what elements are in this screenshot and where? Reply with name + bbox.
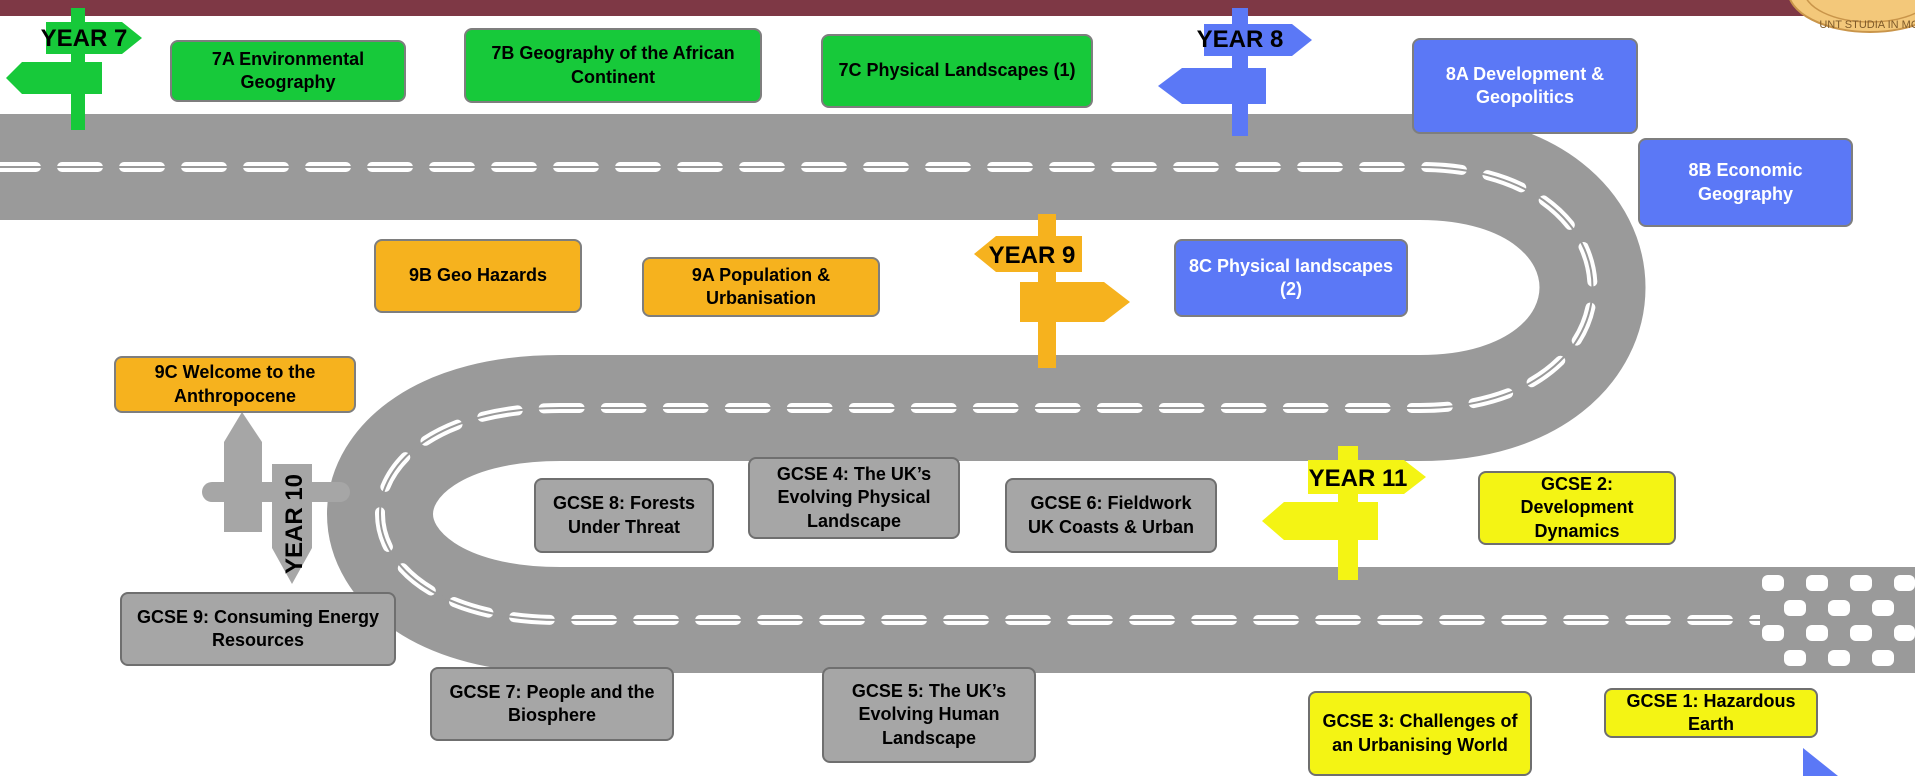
topic-gcse8-label: GCSE 8: Forests Under Threat (552, 493, 696, 537)
topic-gcse4-label: GCSE 4: The UK’s Evolving Physical Lands… (776, 463, 932, 531)
year8-sign-label: YEAR 8 (1197, 26, 1284, 53)
topic-gcse9-label: GCSE 9: Consuming Energy Resources (136, 606, 380, 650)
topic-gcse6-label: GCSE 6: Fieldwork UK Coasts & Urban (1027, 493, 1195, 537)
topic-8b[interactable]: 8B Economic Geography (1638, 138, 1853, 227)
year7-signpost: YEAR 7 (6, 8, 142, 130)
topic-7b-label: 7B Geography of the African Continent (491, 43, 735, 87)
corner-triangle (1803, 748, 1838, 776)
topic-gcse8[interactable]: GCSE 8: Forests Under Threat (534, 478, 714, 553)
topic-gcse6[interactable]: GCSE 6: Fieldwork UK Coasts & Urban (1005, 478, 1217, 553)
topic-7c[interactable]: 7C Physical Landscapes (1) (821, 34, 1093, 108)
topic-9b[interactable]: 9B Geo Hazards (374, 239, 582, 313)
crest-motto: UNT STUDIA IN MORE (1819, 19, 1915, 31)
topic-9a[interactable]: 9A Population & Urbanisation (642, 257, 880, 317)
topic-8a[interactable]: 8A Development & Geopolitics (1412, 38, 1638, 134)
topic-8c[interactable]: 8C Physical landscapes (2) (1174, 239, 1408, 317)
year9-signpost: YEAR 9 (974, 214, 1130, 368)
topic-gcse3[interactable]: GCSE 3: Challenges of an Urbanising Worl… (1308, 691, 1532, 776)
year9-sign-label: YEAR 9 (989, 242, 1076, 269)
topic-gcse1[interactable]: GCSE 1: Hazardous Earth (1604, 688, 1818, 738)
topic-7c-label: 7C Physical Landscapes (1) (838, 60, 1076, 81)
road-center-divider (0, 166, 1760, 621)
topic-9b-label: 9B Geo Hazards (408, 265, 548, 286)
topic-gcse2[interactable]: GCSE 2: Development Dynamics (1478, 471, 1676, 545)
topic-7a-label: 7A Environmental Geography (211, 48, 365, 92)
topic-gcse5[interactable]: GCSE 5: The UK’s Evolving Human Landscap… (822, 667, 1036, 763)
year10-signpost: YEAR 10 (202, 412, 350, 584)
year7-sign-label: YEAR 7 (41, 25, 128, 52)
topic-gcse2-label: GCSE 2: Development Dynamics (1520, 473, 1634, 541)
topic-9c[interactable]: 9C Welcome to the Anthropocene (114, 356, 356, 413)
topic-9c-label: 9C Welcome to the Anthropocene (154, 362, 316, 406)
topic-7b[interactable]: 7B Geography of the African Continent (464, 28, 762, 103)
topic-gcse3-label: GCSE 3: Challenges of an Urbanising Worl… (1322, 711, 1518, 755)
header-bar (0, 0, 1915, 16)
finish-line (1760, 567, 1915, 673)
school-crest-logo: UNT STUDIA IN MORE (1789, 0, 1915, 33)
topic-gcse4[interactable]: GCSE 4: The UK’s Evolving Physical Lands… (748, 457, 960, 539)
year10-sign-label: YEAR 10 (281, 474, 308, 574)
topic-gcse1-label: GCSE 1: Hazardous Earth (1626, 690, 1796, 734)
topic-gcse5-label: GCSE 5: The UK’s Evolving Human Landscap… (851, 680, 1007, 748)
year11-sign-label: YEAR 11 (1309, 465, 1408, 492)
topic-gcse7-label: GCSE 7: People and the Biosphere (449, 681, 655, 725)
topic-7a[interactable]: 7A Environmental Geography (170, 40, 406, 102)
topic-8b-label: 8B Economic Geography (1688, 160, 1803, 204)
topic-9a-label: 9A Population & Urbanisation (691, 264, 831, 308)
topic-gcse9[interactable]: GCSE 9: Consuming Energy Resources (120, 592, 396, 666)
topic-gcse7[interactable]: GCSE 7: People and the Biosphere (430, 667, 674, 741)
topic-8c-label: 8C Physical landscapes (2) (1188, 255, 1394, 299)
topic-8a-label: 8A Development & Geopolitics (1445, 63, 1605, 107)
year11-signpost: YEAR 11 (1262, 446, 1426, 580)
year8-signpost: YEAR 8 (1158, 8, 1312, 136)
